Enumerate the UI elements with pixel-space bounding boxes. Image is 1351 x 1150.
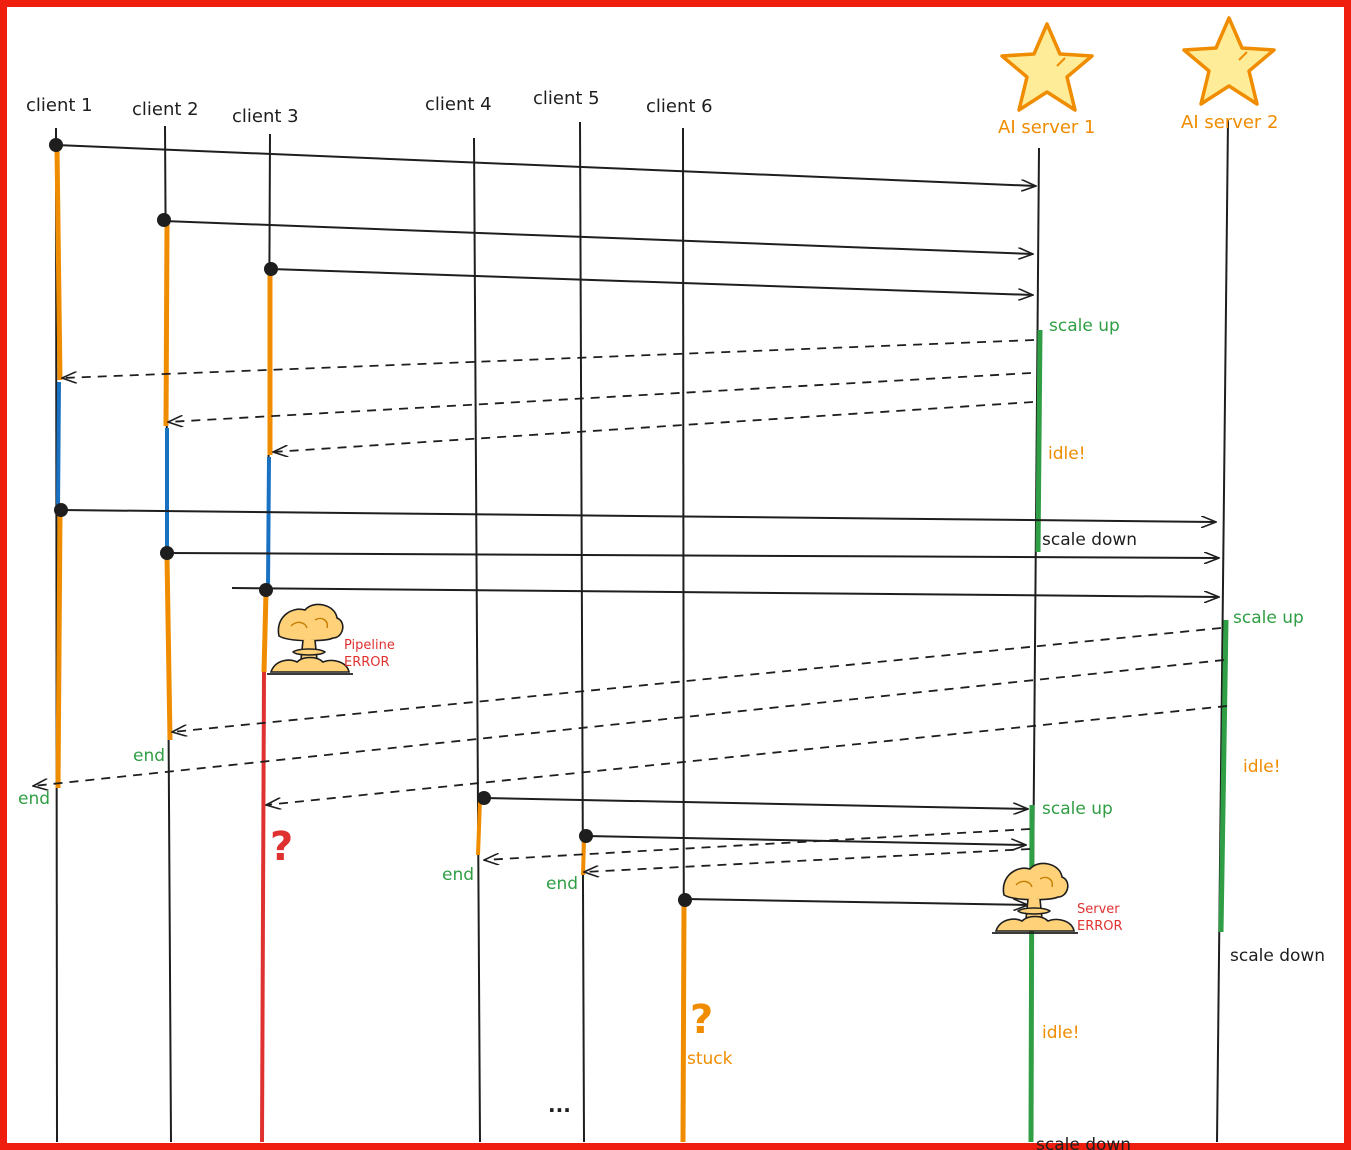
pipeline-error-label-line-2: ERROR bbox=[344, 655, 390, 670]
client-3-question-mark: ? bbox=[270, 824, 293, 870]
client-3-error-bar bbox=[260, 671, 266, 1143]
server-1-label: AI server 1 bbox=[998, 117, 1096, 138]
client-1-label: client 1 bbox=[26, 95, 93, 116]
server-1-idle-label-1: idle! bbox=[1048, 444, 1086, 464]
client-6-stuck-label: stuck bbox=[687, 1049, 733, 1069]
response-arrow-server-1-client-5 bbox=[584, 848, 1031, 872]
client-1-dot-2 bbox=[54, 503, 68, 517]
response-arrow-server-2-client-1 bbox=[33, 659, 1225, 786]
client-3-dot-1 bbox=[264, 262, 278, 276]
pipeline-error-label-line-1: Pipeline bbox=[344, 638, 395, 653]
participant-labels: client 1 client 2 client 3 client 4 clie… bbox=[26, 88, 1279, 138]
client-4-dot bbox=[477, 791, 491, 805]
response-arrow-server-2-client-3 bbox=[266, 705, 1228, 805]
client-6-processing-bar bbox=[680, 901, 687, 1143]
client-3-label: client 3 bbox=[232, 106, 299, 127]
client-2-label: client 2 bbox=[132, 99, 199, 120]
server-1-scale-down-label-2: scale down bbox=[1036, 1135, 1131, 1150]
client-2-end-label: end bbox=[133, 746, 165, 766]
client-1-waiting-bar bbox=[56, 381, 61, 511]
client-6-label: client 6 bbox=[646, 96, 713, 117]
client-5-end-label: end bbox=[546, 874, 578, 894]
client-1-processing-bar-1 bbox=[54, 147, 63, 381]
request-arrow-client-1-server-2 bbox=[60, 509, 1216, 522]
request-arrow-client-6-server-1 bbox=[685, 898, 1028, 905]
client-6-dot bbox=[678, 893, 692, 907]
client-4-lifeline bbox=[473, 137, 481, 1143]
activation-bars bbox=[54, 147, 1229, 1143]
server-2-label: AI server 2 bbox=[1181, 112, 1279, 133]
request-arrow-client-2-server-1 bbox=[163, 220, 1033, 254]
server-error-explosion-icon bbox=[991, 862, 1079, 934]
client-4-processing-bar bbox=[476, 799, 482, 856]
client-2-processing-bar-1 bbox=[163, 223, 170, 427]
server-2-active-bar bbox=[1218, 619, 1229, 933]
client-5-dot bbox=[579, 829, 593, 843]
lifelines bbox=[55, 119, 1229, 1143]
request-arrow-client-3-server-2 bbox=[231, 587, 1219, 597]
annotations: scale up idle! scale down scale up idle!… bbox=[18, 316, 1325, 1150]
response-arrow-server-1-client-2 bbox=[168, 372, 1032, 422]
client-5-lifeline bbox=[579, 121, 585, 1143]
request-arrow-client-2-server-2 bbox=[166, 553, 1219, 558]
server-1-idle-label-2: idle! bbox=[1042, 1023, 1080, 1043]
response-arrows bbox=[33, 339, 1228, 872]
client-1-dot-1 bbox=[49, 138, 63, 152]
client-3-dot-2 bbox=[259, 583, 273, 597]
server-1-star-icon bbox=[1000, 22, 1094, 112]
server-2-scale-up-label: scale up bbox=[1233, 608, 1304, 628]
server-1-scale-up-label-1: scale up bbox=[1049, 316, 1120, 336]
client-5-processing-bar bbox=[581, 839, 586, 876]
request-arrow-client-3-server-1 bbox=[270, 268, 1033, 295]
server-1-active-bar-1 bbox=[1035, 329, 1043, 553]
server-1-scale-down-label-1: scale down bbox=[1042, 530, 1137, 550]
request-arrow-client-4-server-1 bbox=[483, 797, 1028, 809]
server-2-idle-label: idle! bbox=[1243, 757, 1281, 777]
server-1-scale-up-label-2: scale up bbox=[1042, 799, 1113, 819]
request-origin-dots bbox=[49, 138, 692, 907]
response-arrow-server-1-client-1 bbox=[62, 339, 1035, 378]
request-arrow-client-5-server-1 bbox=[585, 835, 1026, 845]
server-1-active-bar-2 bbox=[1028, 804, 1035, 1143]
client-2-dot-1 bbox=[157, 213, 171, 227]
client-2-processing-bar-2 bbox=[164, 555, 173, 741]
client-4-label: client 4 bbox=[425, 94, 492, 115]
client-3-processing-bar-2 bbox=[261, 591, 269, 673]
server-2-star-icon bbox=[1182, 16, 1276, 106]
server-error-label-line-1: Server bbox=[1077, 902, 1120, 917]
client-1-processing-bar-2 bbox=[55, 511, 63, 789]
server-error-label-line-2: ERROR bbox=[1077, 919, 1123, 934]
client-1-end-label: end bbox=[18, 789, 50, 809]
client-1-lifeline bbox=[55, 127, 58, 1143]
client-2-dot-2 bbox=[160, 546, 174, 560]
more-clients-ellipsis: ... bbox=[548, 1093, 571, 1117]
server-2-scale-down-label: scale down bbox=[1230, 946, 1325, 966]
client-5-label: client 5 bbox=[533, 88, 600, 109]
server-2-lifeline bbox=[1216, 119, 1229, 1143]
client-3-waiting-bar bbox=[266, 456, 271, 589]
client-4-end-label: end bbox=[442, 865, 474, 885]
response-arrow-server-1-client-4 bbox=[484, 828, 1031, 860]
pipeline-error-explosion-icon bbox=[266, 603, 354, 675]
request-arrows bbox=[55, 144, 1219, 905]
request-arrow-client-1-server-1 bbox=[55, 144, 1036, 186]
client-6-question-mark: ? bbox=[690, 997, 713, 1043]
